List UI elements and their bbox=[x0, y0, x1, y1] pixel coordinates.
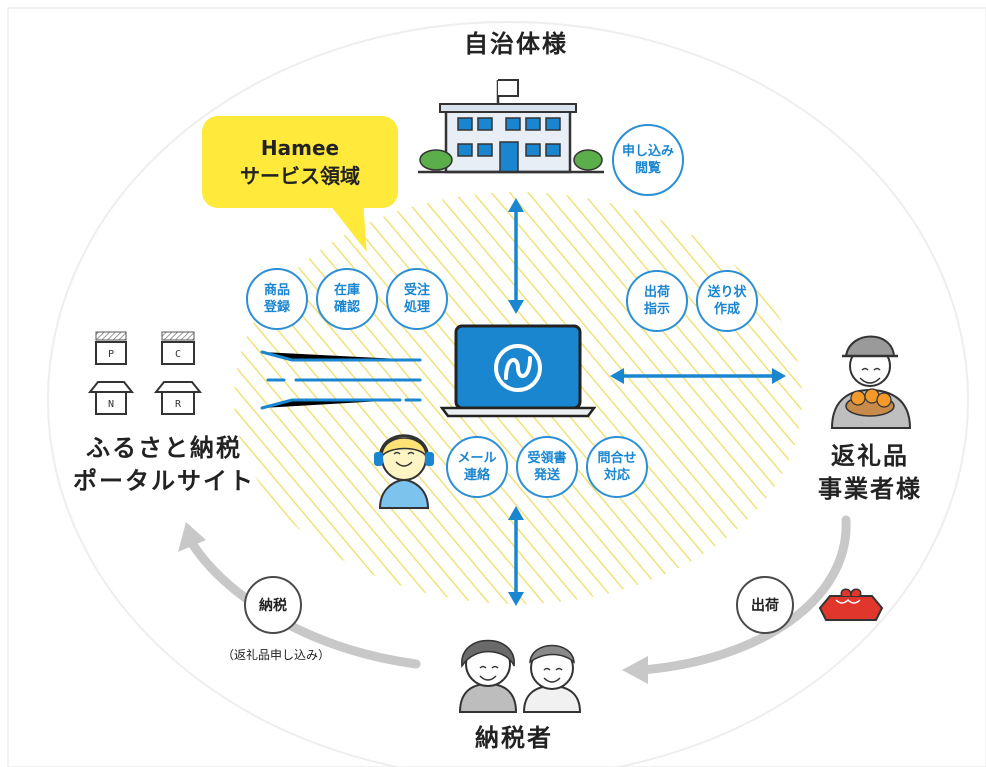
arrow-supplier bbox=[610, 368, 786, 384]
service-product-registration: 商品 登録 bbox=[246, 268, 308, 330]
service-stock-check-line-1: 在庫 bbox=[333, 283, 360, 298]
service-shipping-instruction-line-2: 指示 bbox=[643, 302, 670, 317]
badge-application-view: 申し込み 閲覧 bbox=[612, 124, 684, 196]
label-supplier: 返礼品 事業者様 bbox=[800, 440, 940, 506]
box-label-n: N bbox=[108, 399, 114, 410]
label-supplier-line-2: 事業者様 bbox=[818, 475, 922, 503]
service-waybill-creation-line-2: 作成 bbox=[713, 302, 740, 317]
label-portal-line-1: ふるさと納税 bbox=[86, 434, 242, 462]
service-order-processing: 受注 処理 bbox=[386, 268, 448, 330]
label-portal: ふるさと納税 ポータルサイト bbox=[66, 432, 262, 498]
service-receipt-dispatch: 受領書 発送 bbox=[516, 436, 578, 498]
support-agent-icon bbox=[374, 434, 434, 509]
arrow-taxpayer bbox=[508, 506, 524, 606]
outer-frame bbox=[7, 7, 986, 767]
service-order-processing-line-1: 受注 bbox=[403, 283, 430, 298]
portal-data-lines bbox=[260, 350, 422, 410]
service-stock-check: 在庫 確認 bbox=[316, 268, 378, 330]
service-receipt-dispatch-line-2: 発送 bbox=[533, 468, 560, 483]
hamee-service-bubble: Hamee サービス領域 bbox=[202, 116, 398, 208]
flow-badge-shipping: 出荷 bbox=[736, 576, 794, 634]
flow-badge-tax-payment: 納税 bbox=[244, 576, 302, 634]
service-product-registration-line-2: 登録 bbox=[263, 300, 290, 315]
label-taxpayer: 納税者 bbox=[475, 724, 553, 752]
flow-arrowhead-tax bbox=[178, 522, 206, 552]
service-email-contact: メール 連絡 bbox=[446, 436, 508, 498]
taxpayers-icon bbox=[458, 639, 582, 713]
service-waybill-creation-line-1: 送り状 bbox=[707, 285, 747, 300]
flow-tax-payment-note: （返礼品申し込み） bbox=[221, 648, 330, 662]
badge-application-view-line-1: 申し込み bbox=[621, 144, 674, 159]
box-label-p: P bbox=[108, 349, 114, 360]
building-icon bbox=[418, 79, 604, 174]
flow-arrowhead-ship bbox=[622, 656, 648, 684]
service-shipping-instruction: 出荷 指示 bbox=[626, 270, 688, 332]
farmer-icon bbox=[830, 335, 912, 429]
box-label-c: C bbox=[175, 349, 181, 360]
label-supplier-line-1: 返礼品 bbox=[831, 442, 909, 470]
arrow-municipality bbox=[508, 198, 524, 314]
portal-boxes-icon: P C N R bbox=[87, 331, 203, 415]
outer-ellipse bbox=[47, 21, 969, 767]
label-municipality: 自治体様 bbox=[464, 30, 568, 58]
bubble-line-2: サービス領域 bbox=[240, 164, 360, 188]
label-portal-line-2: ポータルサイト bbox=[73, 467, 255, 495]
service-shipping-instruction-line-1: 出荷 bbox=[643, 285, 670, 300]
service-email-contact-line-1: メール bbox=[457, 451, 497, 466]
gift-box-icon bbox=[818, 588, 884, 621]
service-waybill-creation: 送り状 作成 bbox=[696, 270, 758, 332]
laptop-icon bbox=[439, 324, 597, 418]
service-inquiry-support-line-1: 問合せ bbox=[597, 451, 637, 466]
service-order-processing-line-2: 処理 bbox=[403, 300, 430, 315]
box-label-r: R bbox=[175, 399, 182, 410]
service-inquiry-support-line-2: 対応 bbox=[603, 468, 630, 483]
service-receipt-dispatch-line-1: 受領書 bbox=[527, 451, 567, 466]
badge-application-view-line-2: 閲覧 bbox=[634, 161, 661, 176]
flow-arrow-ship bbox=[637, 515, 851, 675]
service-email-contact-line-2: 連絡 bbox=[463, 468, 490, 483]
service-product-registration-line-1: 商品 bbox=[263, 283, 290, 298]
service-inquiry-support: 問合せ 対応 bbox=[586, 436, 648, 498]
bubble-line-1: Hamee bbox=[260, 136, 340, 160]
service-stock-check-line-2: 確認 bbox=[333, 300, 360, 315]
